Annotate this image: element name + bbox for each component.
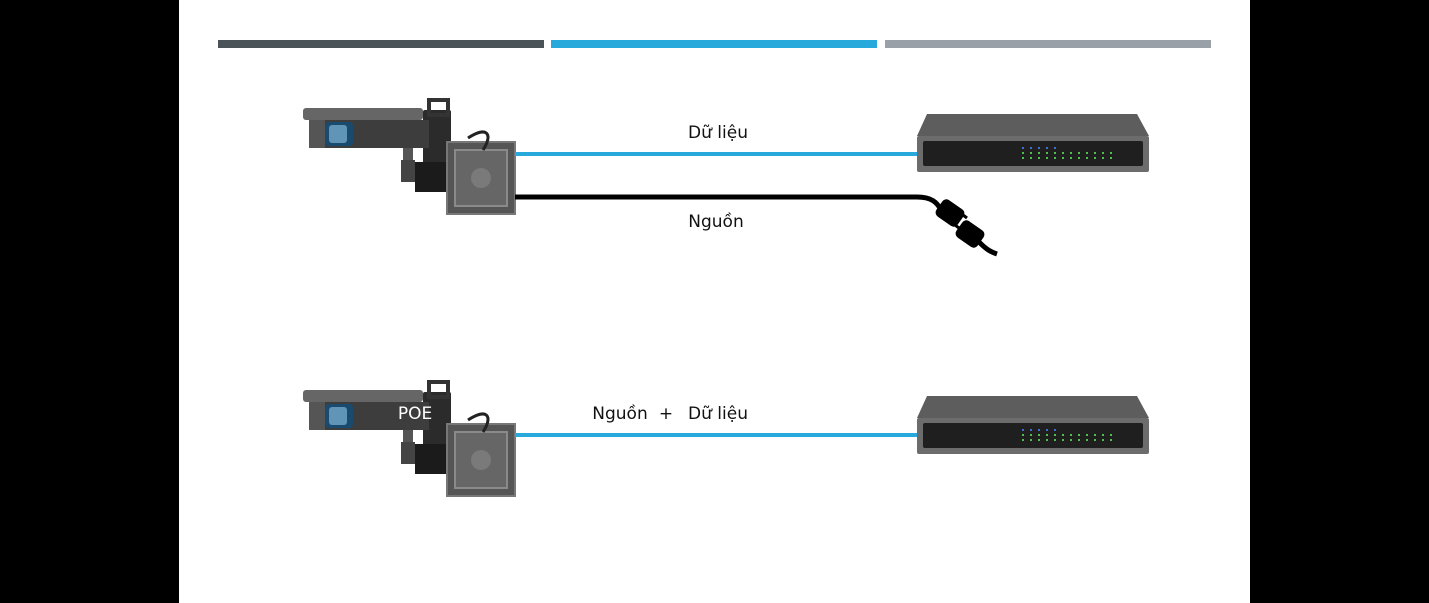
poe-camera-icon — [301, 380, 517, 498]
led-dot — [1078, 157, 1080, 159]
led-dot — [1046, 147, 1048, 149]
camera-icon — [301, 98, 517, 216]
led-dot — [1086, 157, 1088, 159]
led-dot — [1078, 434, 1080, 436]
led-dot — [1062, 439, 1064, 441]
led-dot — [1038, 434, 1040, 436]
led-dot — [1022, 434, 1024, 436]
led-dot — [1038, 147, 1040, 149]
led-dot — [1094, 434, 1096, 436]
led-dot — [1086, 434, 1088, 436]
led-dot — [1030, 439, 1032, 441]
led-dot — [1038, 439, 1040, 441]
led-dot — [1046, 429, 1048, 431]
led-dot — [1062, 157, 1064, 159]
led-dot — [1086, 439, 1088, 441]
led-dot — [1046, 152, 1048, 154]
header-bar-blue — [551, 40, 877, 48]
led-dot — [1062, 434, 1064, 436]
switch-led-indicators — [1022, 147, 1112, 159]
led-dot — [1046, 434, 1048, 436]
led-dot — [1022, 152, 1024, 154]
led-dot — [1070, 434, 1072, 436]
poe-network-switch-icon — [917, 396, 1149, 454]
led-dot — [1054, 157, 1056, 159]
led-dot — [1022, 157, 1024, 159]
led-dot — [1094, 152, 1096, 154]
led-dot — [1110, 439, 1112, 441]
power-plug-icon — [935, 199, 998, 257]
led-dot — [1110, 434, 1112, 436]
header-bar-gray — [885, 40, 1211, 48]
led-dot — [1030, 429, 1032, 431]
led-dot — [1070, 152, 1072, 154]
led-dot — [1030, 434, 1032, 436]
led-dot — [1078, 439, 1080, 441]
led-dot — [1054, 439, 1056, 441]
led-dot — [1038, 152, 1040, 154]
led-dot — [1046, 157, 1048, 159]
led-dot — [1038, 157, 1040, 159]
led-dot — [1054, 147, 1056, 149]
led-dot — [1078, 152, 1080, 154]
led-dot — [1070, 439, 1072, 441]
header-bar-dark — [218, 40, 544, 48]
led-dot — [1046, 439, 1048, 441]
led-dot — [1038, 429, 1040, 431]
led-dot — [1110, 157, 1112, 159]
led-dot — [1054, 434, 1056, 436]
led-dot — [1030, 152, 1032, 154]
led-dot — [1054, 429, 1056, 431]
data-label: Dữ liệu — [688, 123, 748, 143]
power-label: Nguồn — [688, 211, 743, 232]
led-dot — [1102, 434, 1104, 436]
led-dot — [1102, 152, 1104, 154]
poe-camera-label: POE — [398, 404, 432, 424]
led-dot — [1062, 152, 1064, 154]
led-dot — [1094, 439, 1096, 441]
plus-sign: + — [659, 404, 673, 424]
led-dot — [1030, 147, 1032, 149]
poe-data-label: Dữ liệu — [688, 404, 748, 424]
power-cable — [515, 194, 944, 212]
led-dot — [1086, 152, 1088, 154]
led-dot — [1030, 157, 1032, 159]
led-dot — [1102, 157, 1104, 159]
led-dot — [1054, 152, 1056, 154]
poe-power-label: Nguồn — [592, 403, 647, 424]
led-dot — [1022, 147, 1024, 149]
led-dot — [1022, 439, 1024, 441]
poe-comparison-diagram: Dữ liệu Nguồn POE Nguồn + Dữ liệu — [218, 40, 1211, 498]
led-dot — [1102, 439, 1104, 441]
led-dot — [1022, 429, 1024, 431]
led-dot — [1070, 157, 1072, 159]
slide: Dữ liệu Nguồn POE Nguồn + Dữ liệu — [179, 0, 1250, 603]
led-dot — [1094, 157, 1096, 159]
led-dot — [1110, 152, 1112, 154]
network-switch-icon — [917, 114, 1149, 172]
switch-led-indicators — [1022, 429, 1112, 441]
